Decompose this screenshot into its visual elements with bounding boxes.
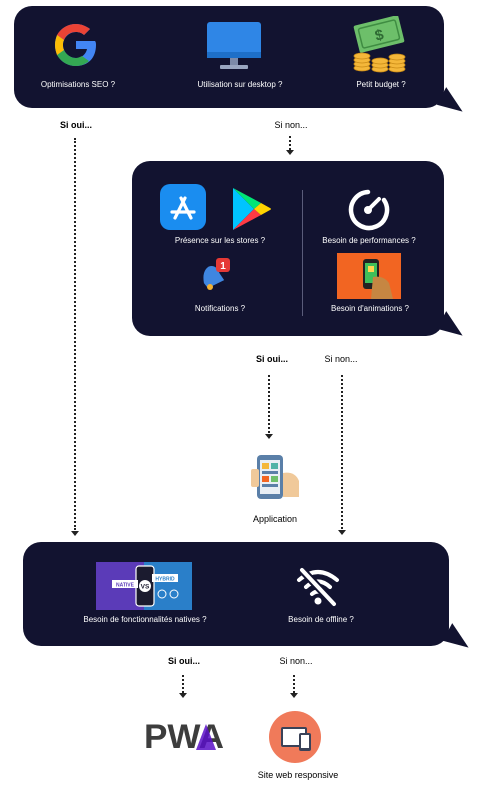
offline-label: Besoin de offline ?	[288, 615, 354, 624]
branch3-yes-label: Si oui...	[167, 656, 200, 666]
native-tag: NATIVE	[116, 583, 135, 589]
money-icon: $	[350, 15, 408, 79]
monitor-icon	[206, 21, 262, 76]
connector-yes-2	[268, 375, 270, 433]
notification-badge-count: 1	[220, 261, 226, 272]
connector-yes-3-arrow	[179, 693, 187, 698]
native-label: Besoin de fonctionnalités natives ?	[83, 615, 207, 624]
connector-no-1	[289, 136, 291, 150]
connector-yes-long-arrow	[71, 531, 79, 536]
performance-label: Besoin de performances ?	[322, 236, 416, 245]
connector-yes-long	[74, 138, 76, 530]
notification-icon: 1	[198, 258, 234, 297]
pwa-logo: PWA	[144, 718, 226, 759]
responsive-label: Site web responsive	[257, 770, 339, 780]
gauge-icon	[346, 188, 390, 237]
stores-label: Présence sur les stores ?	[174, 236, 266, 245]
seo-label: Optimisations SEO ?	[40, 80, 116, 89]
connector-no-2	[341, 375, 343, 529]
branch2-yes-label: Si oui...	[255, 354, 288, 364]
middle-divider	[302, 190, 303, 316]
desktop-label: Utilisation sur desktop ?	[197, 80, 283, 89]
app-store-icon	[160, 184, 206, 235]
application-icon	[249, 453, 301, 508]
google-icon	[53, 22, 99, 73]
animations-label: Besoin d'animations ?	[330, 304, 410, 313]
connector-no-2-arrow	[338, 530, 346, 535]
native-vs-hybrid-icon: VS NATIVE HYBRID	[96, 562, 192, 615]
connector-no-1-arrow	[286, 150, 294, 155]
branch1-no-label: Si non...	[274, 120, 308, 130]
connector-yes-3	[182, 675, 184, 693]
connector-no-3	[293, 675, 295, 693]
branch2-no-label: Si non...	[324, 354, 358, 364]
application-label: Application	[252, 514, 298, 524]
connector-no-3-arrow	[290, 693, 298, 698]
vs-tag: VS	[141, 584, 150, 591]
hybrid-tag: HYBRID	[155, 577, 175, 583]
branch3-no-label: Si non...	[279, 656, 313, 666]
animation-icon	[337, 253, 401, 304]
notifications-label: Notifications ?	[194, 304, 246, 313]
connector-yes-2-arrow	[265, 434, 273, 439]
responsive-icon	[269, 711, 321, 768]
no-wifi-icon	[296, 566, 340, 613]
budget-label: Petit budget ?	[356, 80, 406, 89]
branch1-yes-label: Si oui...	[59, 120, 92, 130]
question-bubble-bottom	[23, 542, 449, 646]
play-store-icon	[230, 186, 272, 237]
